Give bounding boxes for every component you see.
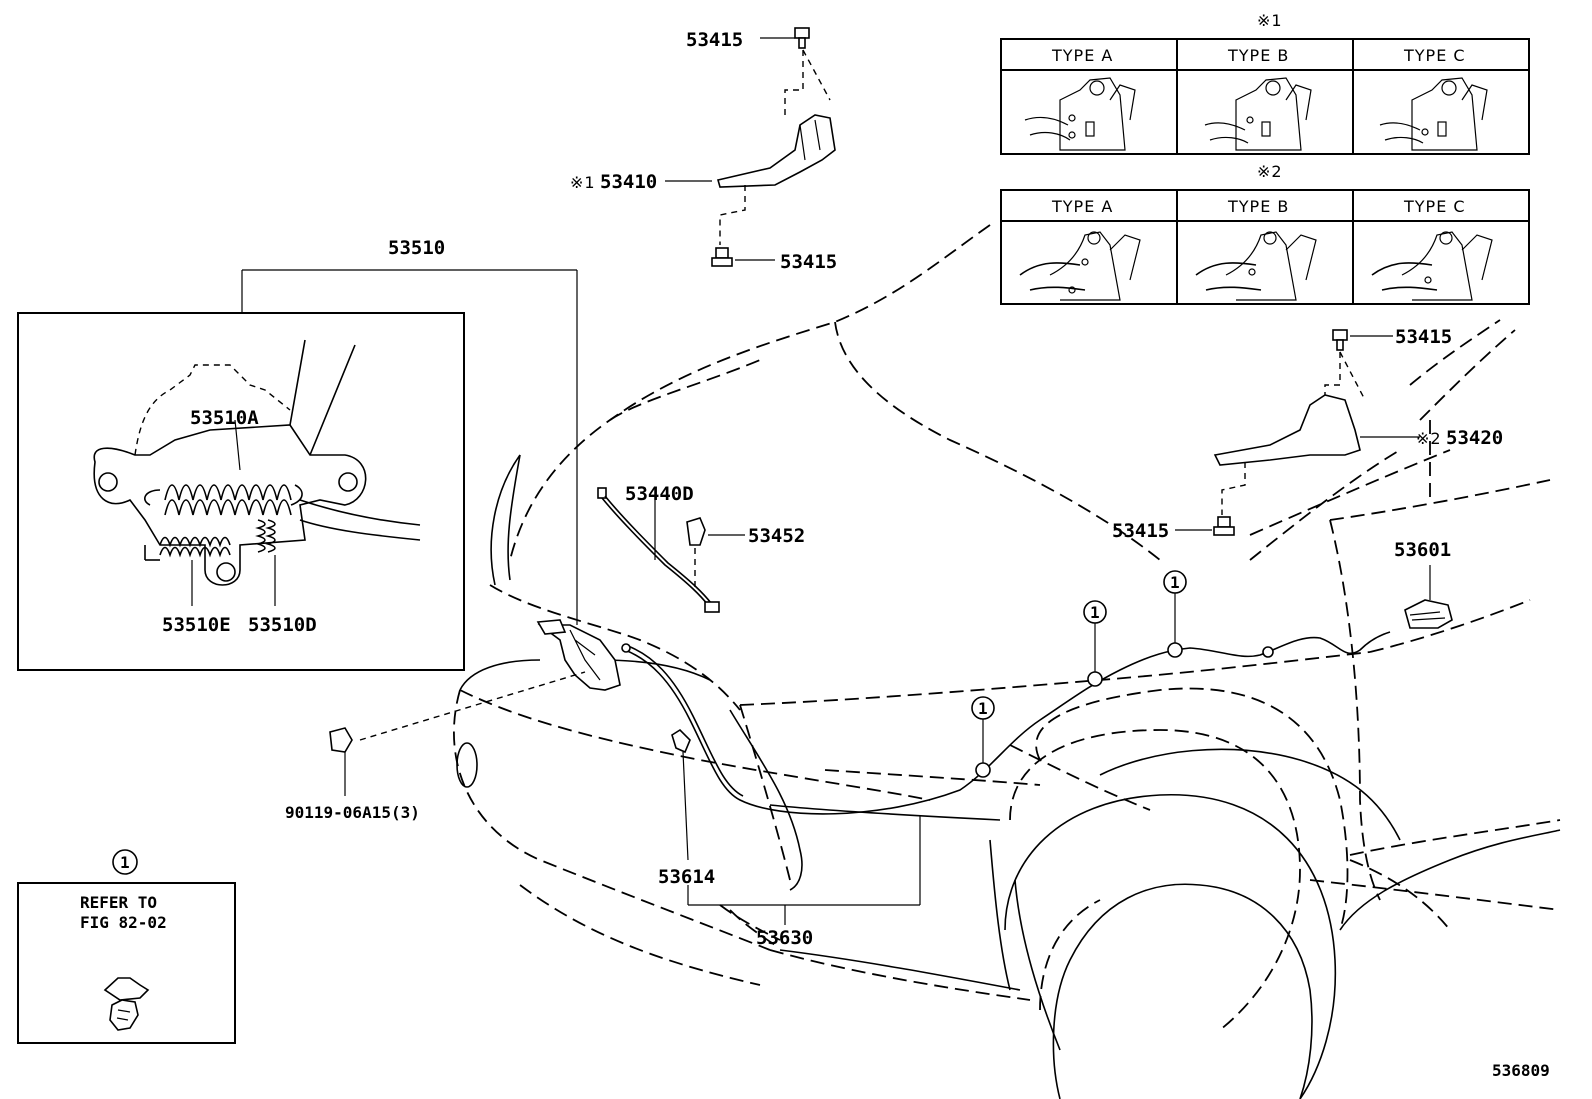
refer-circle-number: 1 <box>120 853 130 872</box>
hood-hinge-left <box>665 27 836 267</box>
cable-clamp <box>671 728 691 861</box>
table2-type-b-sketch <box>1195 231 1317 301</box>
label-53510A: 53510A <box>190 407 259 429</box>
table2-type-a-sketch <box>1019 231 1141 301</box>
label-53410-note: ※1 <box>570 173 596 192</box>
table2-col-b: TYPE B <box>1227 197 1289 216</box>
part-labels: 53415 ※1 53410 53415 53510 53510A 53510E… <box>162 29 1550 1080</box>
hood-release-lever <box>1404 565 1453 629</box>
hood-lock-assembly <box>241 269 621 796</box>
label-53601: 53601 <box>1394 539 1451 561</box>
table1-type-c-sketch <box>1379 77 1488 151</box>
table1-type-a-sketch <box>1024 77 1136 151</box>
type-table-2: ※2 TYPE A TYPE B TYPE C <box>1000 162 1530 305</box>
leader-lines-bottom <box>687 815 921 925</box>
bumper-lines <box>456 454 803 891</box>
callout-marker-1: 1 <box>978 699 988 718</box>
hood-release-cable <box>621 631 1391 815</box>
vehicle-body-outline <box>453 224 1561 1031</box>
table1-type-b-sketch <box>1204 77 1312 151</box>
figure-number: 536809 <box>1492 1061 1550 1080</box>
table2-col-c: TYPE C <box>1403 197 1466 216</box>
table2-type-c-sketch <box>1371 231 1493 301</box>
label-53452: 53452 <box>748 525 805 547</box>
callout-marker-3: 1 <box>1170 573 1180 592</box>
table1-col-c: TYPE C <box>1403 46 1466 65</box>
label-53510: 53510 <box>388 237 445 259</box>
table1-col-b: TYPE B <box>1227 46 1289 65</box>
label-53614: 53614 <box>658 866 715 888</box>
hood-support-rod <box>597 487 745 613</box>
label-53415-mid: 53415 <box>780 251 837 273</box>
label-53420-note: ※2 <box>1416 429 1442 448</box>
callout-markers: 1 1 1 <box>971 570 1187 763</box>
clip-icon <box>103 977 150 1031</box>
label-53415-top: 53415 <box>686 29 743 51</box>
label-53415-right: 53415 <box>1395 326 1452 348</box>
table1-col-a: TYPE A <box>1051 46 1113 65</box>
hood-lock-detail-inset <box>17 312 465 671</box>
label-53510E: 53510E <box>162 614 231 636</box>
hood-hinge-right <box>1175 329 1420 536</box>
refer-to-line2: FIG 82-02 <box>80 913 167 932</box>
note-2-title: ※2 <box>1257 162 1283 181</box>
label-53630: 53630 <box>756 927 813 949</box>
callout-marker-2: 1 <box>1090 603 1100 622</box>
refer-to-line1: REFER TO <box>80 893 157 912</box>
label-53410: 53410 <box>600 171 657 193</box>
label-53420: 53420 <box>1446 427 1503 449</box>
front-tire <box>769 748 1561 1099</box>
type-table-1: ※1 TYPE A TYPE B TYPE C <box>1000 11 1530 155</box>
refer-to-box: 1 REFER TO FIG 82-02 <box>17 849 236 1044</box>
label-53510D: 53510D <box>248 614 317 636</box>
table2-col-a: TYPE A <box>1051 197 1113 216</box>
label-53440D: 53440D <box>625 483 694 505</box>
label-90119-06A15: 90119-06A15(3) <box>285 803 420 822</box>
label-53415-right2: 53415 <box>1112 520 1169 542</box>
note-1-title: ※1 <box>1257 11 1283 30</box>
